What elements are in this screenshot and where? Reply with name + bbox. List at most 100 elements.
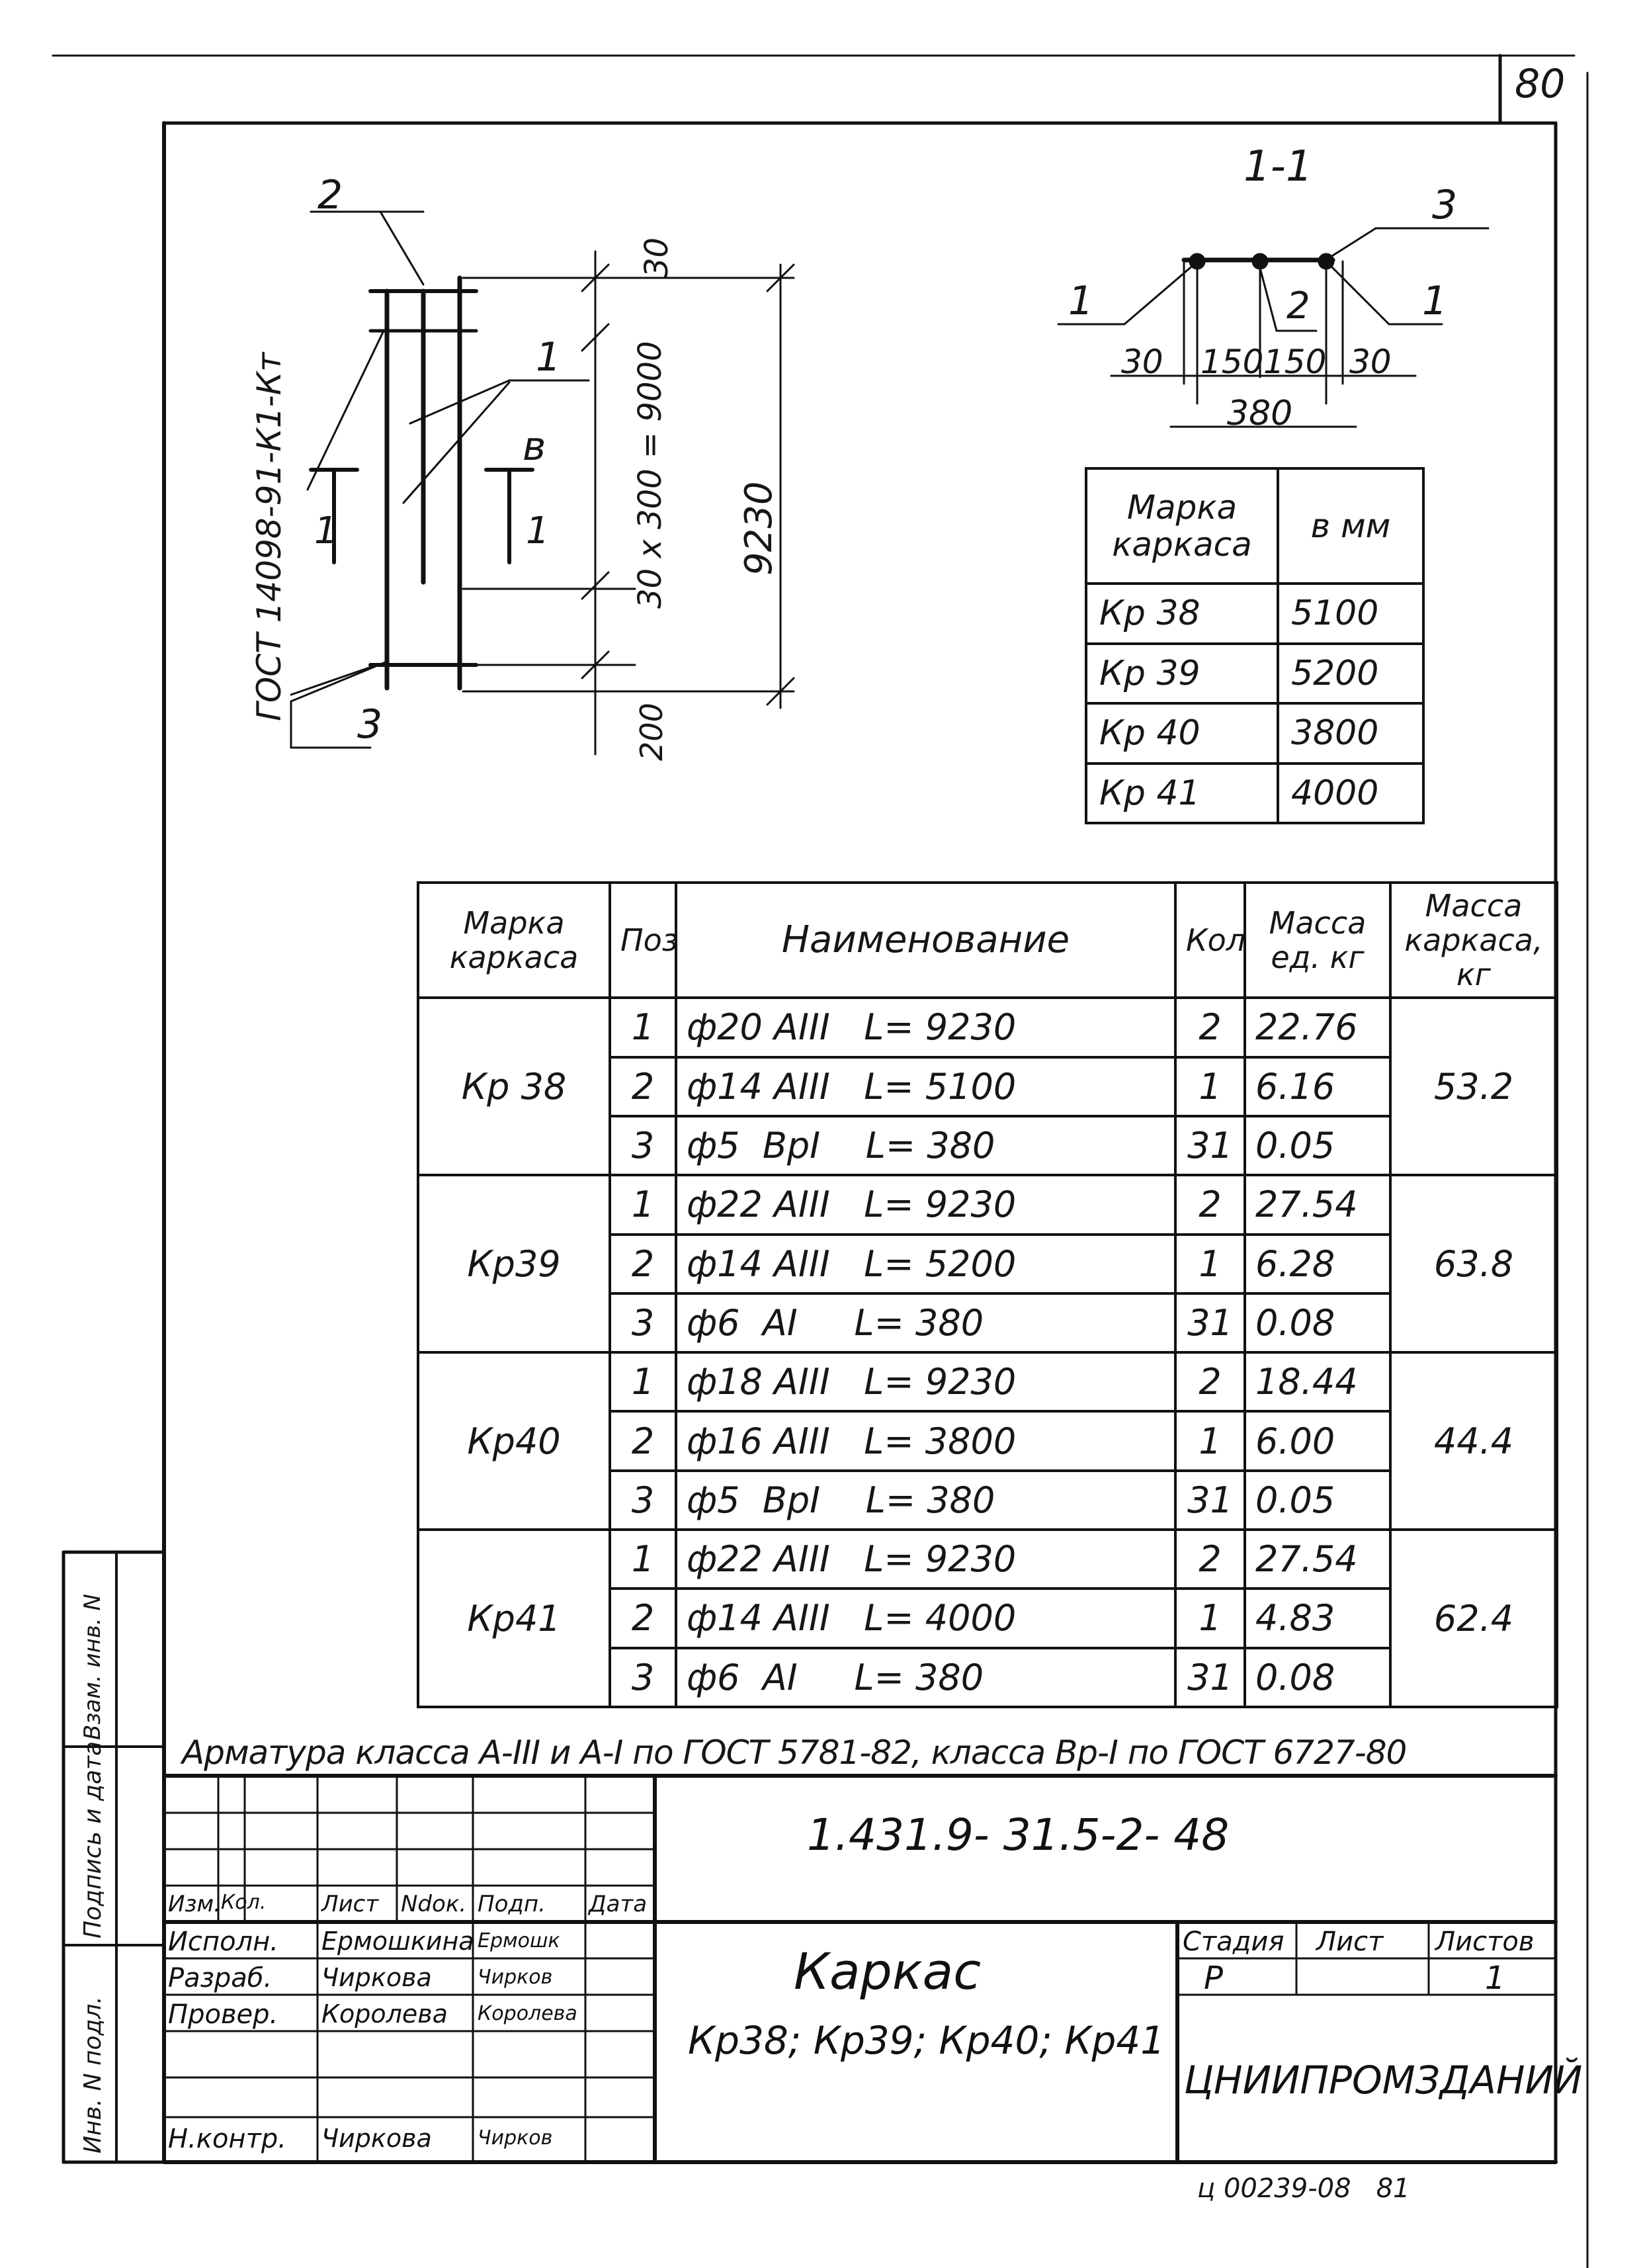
spec-mass: 27.54	[1243, 1174, 1392, 1236]
callout-2: 2	[317, 172, 343, 218]
stamp-inv: Инв. N подл.	[79, 1996, 106, 2154]
stamp-replace: Взам. инв. N	[79, 1594, 106, 1740]
sheets-header: Листов	[1435, 1927, 1535, 1957]
spec-qty: 2	[1174, 1174, 1246, 1236]
person-name: Чиркова	[321, 1963, 432, 1992]
types-header-b: в мм	[1277, 467, 1425, 585]
table-row: 2 ф14 АIII L= 4000 1 4.83	[418, 1587, 1557, 1649]
gost-note: ГОСТ 14098-91-К1-Кт	[250, 352, 288, 721]
spec-qty: 31	[1174, 1469, 1246, 1532]
section-mark-left: 1	[314, 509, 338, 552]
dim-total: 9230	[737, 481, 780, 576]
spec-mass: 6.28	[1243, 1233, 1392, 1295]
spec-qty: 2	[1174, 996, 1246, 1059]
person-role: Исполн.	[168, 1927, 278, 1957]
spec-pos: 2	[609, 1233, 677, 1295]
rev-header-list: Лист	[321, 1891, 379, 1917]
spec-header-name: Наименование	[675, 881, 1177, 1000]
sheets-value: 1	[1485, 1960, 1505, 1997]
spec-pos: 3	[609, 1469, 677, 1532]
spec-pos: 3	[609, 1646, 677, 1709]
spec-name: ф20 АIII L= 9230	[675, 996, 1177, 1059]
rev-header-kol: Кол.	[221, 1891, 267, 1914]
spec-name: ф16 АIII L= 3800	[675, 1410, 1177, 1472]
spec-name: ф22 АIII L= 9230	[675, 1528, 1177, 1591]
table-row: 3 ф6 АI L= 380 31 0.08	[418, 1291, 1557, 1354]
title-line-2: Кр38; Кр39; Кр40; Кр41	[688, 2018, 1165, 2063]
types-b: 5100	[1277, 582, 1425, 645]
types-b: 3800	[1277, 702, 1425, 765]
sheet-header: Лист	[1316, 1927, 1384, 1957]
spec-header-qty: Кол.	[1174, 881, 1246, 1000]
spec-qty: 1	[1174, 1410, 1246, 1472]
types-b: 4000	[1277, 762, 1425, 824]
spec-name: ф22 АIII L= 9230	[675, 1174, 1177, 1236]
rev-header-izm: Изм.	[168, 1891, 221, 1917]
spec-total: 62.4	[1389, 1528, 1558, 1708]
types-mark: Кр 38	[1085, 582, 1279, 645]
table-row: Кр40 1 ф18 АIII L= 9230 2 18.44 44.4	[417, 1351, 1558, 1532]
spec-mass: 0.05	[1243, 1469, 1392, 1532]
stage-header: Стадия	[1183, 1927, 1285, 1957]
spec-mass: 6.00	[1243, 1410, 1392, 1472]
spec-name: ф6 АI L= 380	[675, 1291, 1177, 1354]
spec-qty: 2	[1174, 1528, 1246, 1591]
b-label: в	[523, 423, 546, 470]
spec-name: ф14 АIII L= 4000	[675, 1587, 1177, 1649]
spec-qty: 31	[1174, 1114, 1246, 1177]
sec-dim-3: 150	[1263, 343, 1327, 381]
types-mark: Кр 39	[1085, 642, 1279, 705]
spec-pos: 1	[609, 1351, 677, 1413]
person-role: Разраб.	[168, 1963, 273, 1993]
types-b: 5200	[1277, 642, 1425, 705]
spec-mass: 6.16	[1243, 1055, 1392, 1117]
table-row: 2 ф14 АIII L= 5100 1 6.16	[418, 1055, 1557, 1117]
rev-header-date: Дата	[589, 1891, 648, 1917]
dim-top: 30	[638, 237, 675, 278]
table-row: 2 ф16 АIII L= 3800 1 6.00	[418, 1410, 1557, 1472]
spec-pos: 1	[609, 1528, 677, 1591]
types-header-mark: Марка каркаса	[1085, 467, 1279, 585]
spec-total: 44.4	[1389, 1351, 1558, 1532]
table-row: 3 ф5 ВрI L= 380 31 0.05	[418, 1114, 1557, 1177]
person-role: Провер.	[168, 1999, 278, 2030]
table-row: 2 ф14 АIII L= 5200 1 6.28	[418, 1233, 1557, 1295]
stage-value: Р	[1204, 1960, 1223, 1997]
types-mark: Кр 41	[1085, 762, 1279, 824]
spec-pos: 2	[609, 1587, 677, 1649]
spec-mass: 0.08	[1243, 1646, 1392, 1709]
dim-bottom: 200	[634, 703, 669, 761]
spec-name: ф18 АIII L= 9230	[675, 1351, 1177, 1413]
rev-header-podp: Подп.	[478, 1891, 546, 1917]
spec-qty: 1	[1174, 1055, 1246, 1117]
sec-dim-2: 150	[1201, 343, 1264, 381]
spec-name: ф5 ВрI L= 380	[675, 1469, 1177, 1532]
spec-header-pos: Поз.	[609, 881, 677, 1000]
spec-mark: Кр 38	[417, 996, 611, 1177]
table-row: Кр41 1 ф22 АIII L= 9230 2 27.54 62.4	[417, 1528, 1558, 1708]
spec-table: Марка каркаса Поз. Наименование Кол. Мас…	[417, 881, 1558, 1709]
sheet-number: 80	[1515, 61, 1566, 107]
table-row: 3 ф5 ВрI L= 380 31 0.05	[418, 1469, 1557, 1532]
spec-mark: Кр41	[417, 1528, 611, 1708]
person-sign: Ермошк	[478, 1929, 560, 1952]
spec-header-mass: Масса ед. кг	[1243, 881, 1392, 1000]
spec-pos: 3	[609, 1114, 677, 1177]
person-sign: Чирков	[478, 1966, 553, 1989]
callout-1: 1	[536, 334, 562, 380]
callout-3: 3	[357, 701, 383, 748]
spec-qty: 31	[1174, 1291, 1246, 1354]
spec-name: ф14 АIII L= 5100	[675, 1055, 1177, 1117]
person-name: Ермошкина	[321, 1927, 474, 1956]
spec-mark: Кр39	[417, 1174, 611, 1354]
spec-mass: 0.05	[1243, 1114, 1392, 1177]
spec-qty: 1	[1174, 1587, 1246, 1649]
person-sign: Чирков	[478, 2126, 553, 2150]
person-name: Чиркова	[321, 2124, 432, 2153]
spec-header-mark: Марка каркаса	[417, 881, 611, 1000]
spec-total: 63.8	[1389, 1174, 1558, 1354]
spec-qty: 31	[1174, 1646, 1246, 1709]
doc-code: 1.431.9- 31.5-2- 48	[807, 1810, 1230, 1860]
section-mark-right: 1	[526, 509, 550, 552]
